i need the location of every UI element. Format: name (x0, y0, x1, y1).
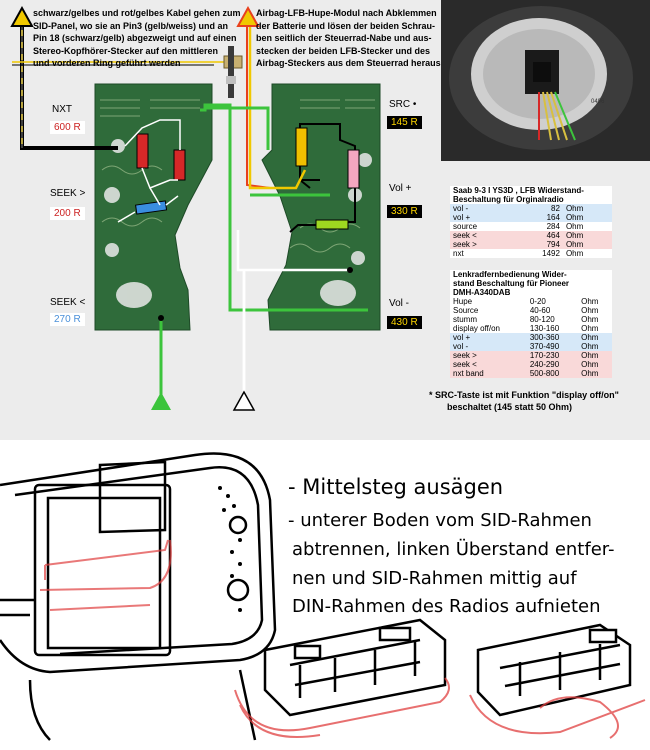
instruction-line-3: abtrennen, linken Überstand entfer- (292, 539, 615, 560)
note-right-line-3: ben seitlich der Steuerrad-Nabe und aus- (256, 33, 432, 43)
value-seek-down: 270 R (50, 313, 85, 326)
contact-point-1 (158, 315, 164, 321)
airbag-module-photo: 0496 (441, 0, 650, 161)
table1-title-1: Saab 9-3 I YS3D , LFB Widerstand- (453, 186, 584, 195)
arrow-up-black-left (10, 5, 34, 27)
note-right-line-2: der Batterie und lösen der beiden Schrau… (256, 20, 436, 31)
value-vol-down: 430 R (387, 316, 422, 329)
value-seek-up: 200 R (50, 207, 85, 220)
label-src: SRC • (389, 99, 417, 110)
pcb-wiring-drawing (10, 5, 381, 411)
value-vol-up: 330 R (387, 205, 422, 218)
note-right-line-5: Airbag-Steckers aus dem Steuerrad heraus (256, 58, 441, 68)
right-pcb-hole-4 (320, 280, 356, 306)
headphone-jack-icon (223, 46, 243, 98)
resistor-red-1 (136, 133, 149, 169)
note-left-line-1: schwarz/gelbes und rot/gelbes Kabel gehe… (33, 8, 241, 18)
left-pcb-hole-3 (105, 243, 119, 257)
cut-markings-frame-2 (469, 694, 646, 739)
arrow-up-green (151, 392, 171, 410)
note-left-line-2: SID-Panel, wo sie an Pin3 (gelb/weiss) u… (33, 20, 229, 31)
arrow-up-white (232, 390, 256, 411)
left-pcb-hole-2 (104, 187, 120, 203)
mounting-sketch (0, 452, 646, 741)
cut-markings-sid (39, 539, 172, 611)
footnote-line-2: beschaltet (145 statt 50 Ohm) (447, 402, 573, 412)
resistor-lime (315, 219, 349, 230)
wire-green-2 (203, 103, 368, 312)
sid-panel-sketch (0, 452, 277, 741)
resistor-pink (347, 149, 360, 189)
instruction-line-1: - Mittelsteg ausägen (288, 475, 504, 499)
note-left-line-5: und vorderen Ring geführt werden (33, 58, 181, 68)
label-nxt: NXT (52, 104, 72, 115)
label-seek-up: SEEK > (50, 188, 86, 199)
note-left-line-4: Stereo-Kopfhörer-Stecker auf den mittler… (33, 45, 219, 56)
contact-point-2 (347, 267, 353, 273)
right-pcb-hole-1 (358, 153, 372, 167)
value-src: 145 R (387, 116, 422, 129)
note-left: schwarz/gelbes und rot/gelbes Kabel gehe… (33, 7, 241, 70)
label-seek-down: SEEK < (50, 297, 86, 308)
instruction-line-4: nen und SID-Rahmen mittig auf (292, 568, 577, 589)
sid-frame-part-2 (476, 623, 632, 717)
table1-title-2: Beschaltung für Orginalradio (453, 195, 564, 204)
left-pcb-hole-4 (116, 282, 152, 308)
arrow-up-red-right (236, 5, 260, 27)
instruction-line-2: - unterer Boden vom SID-Rahmen (288, 510, 592, 531)
instruction-line-5: DIN-Rahmen des Radios aufnieten (292, 596, 601, 617)
note-right: Airbag-LFB-Hupe-Modul nach Abklemmen der… (256, 7, 441, 70)
table2-title-1: Lenkradfernbedienung Wider- (453, 270, 567, 279)
label-vol-down: Vol - (389, 298, 410, 309)
wire-yellow (248, 18, 307, 190)
note-left-line-3: Pin 18 (schwarz/gelb) abgezweigt und auf… (33, 33, 237, 43)
table2-title-3: DMH-A340DAB (453, 288, 511, 297)
cut-markings-frame-1 (234, 677, 450, 738)
table2-title-2: stand Beschaltung für Pioneer (453, 279, 570, 288)
footnote-line-1: * SRC-Taste ist mit Funktion "display of… (429, 390, 619, 400)
table-original-radio: Saab 9-3 I YS3D , LFB Widerstand- Bescha… (450, 186, 612, 258)
speaker-grille-dots (218, 486, 242, 612)
footnote: * SRC-Taste ist mit Funktion "display of… (429, 389, 639, 413)
table-pioneer: Lenkradfernbedienung Wider- stand Bescha… (450, 270, 612, 378)
label-vol-up: Vol + (389, 183, 412, 194)
note-right-line-4: stecken der beiden LFB-Stecker und des (256, 45, 431, 56)
airbag-label: 0496 (591, 99, 605, 105)
resistor-red-2 (173, 149, 186, 181)
right-pcb-hole-3 (351, 251, 365, 265)
sid-frame-part-1 (263, 618, 447, 717)
note-right-line-1: Airbag-LFB-Hupe-Modul nach Abklemmen (256, 8, 437, 18)
value-nxt: 600 R (50, 121, 85, 134)
resistor-yellow (295, 127, 308, 167)
